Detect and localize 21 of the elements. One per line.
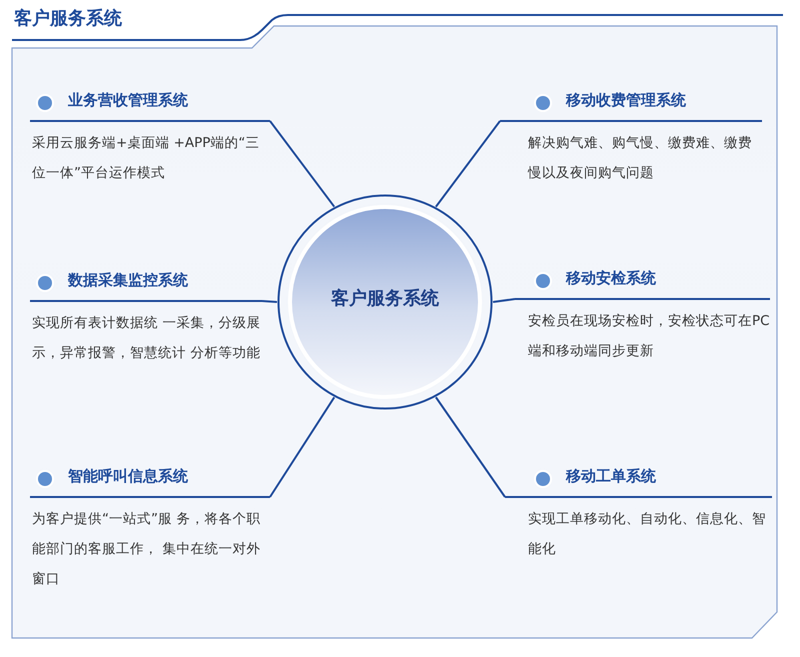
- system-heading: 数据采集监控系统: [68, 271, 188, 290]
- system-heading: 业务营收管理系统: [68, 91, 188, 110]
- system-heading: 智能呼叫信息系统: [68, 467, 188, 486]
- connector-line: [435, 396, 506, 498]
- system-description: 为客户提供“一站式”服 务，将各个职能部门的客服工作， 集中在统一对外窗口: [31, 510, 262, 589]
- system-description: 实现工单移动化、自动化、信息化、智能化: [527, 510, 767, 559]
- connector-line: [435, 120, 501, 208]
- connector-line: [492, 298, 516, 303]
- system-description: 安检员在现场安检时，安检状态可在PC端和移动端同步更新: [527, 312, 770, 361]
- system-description: 解决购气难、购气慢、缴费难、缴费慢以及夜间购气问题: [526, 134, 753, 183]
- system-description: 实现所有表计数据统 一采集，分级展示，异常报警，智慧统计 分析等功能: [31, 314, 262, 363]
- system-heading: 移动工单系统: [566, 467, 656, 486]
- system-heading: 移动安检系统: [566, 269, 656, 288]
- diagram-title: 客户服务系统: [14, 7, 122, 30]
- hub-label: 客户服务系统: [330, 287, 440, 310]
- system-heading: 移动收费管理系统: [566, 91, 686, 110]
- hub-circle: [277, 194, 493, 410]
- connector-line: [262, 300, 278, 303]
- connector-line: [269, 396, 336, 498]
- connector-line: [269, 120, 336, 208]
- system-description: 采用云服务端+桌面端 +APP端的“三位一体”平台运作模式: [31, 134, 260, 183]
